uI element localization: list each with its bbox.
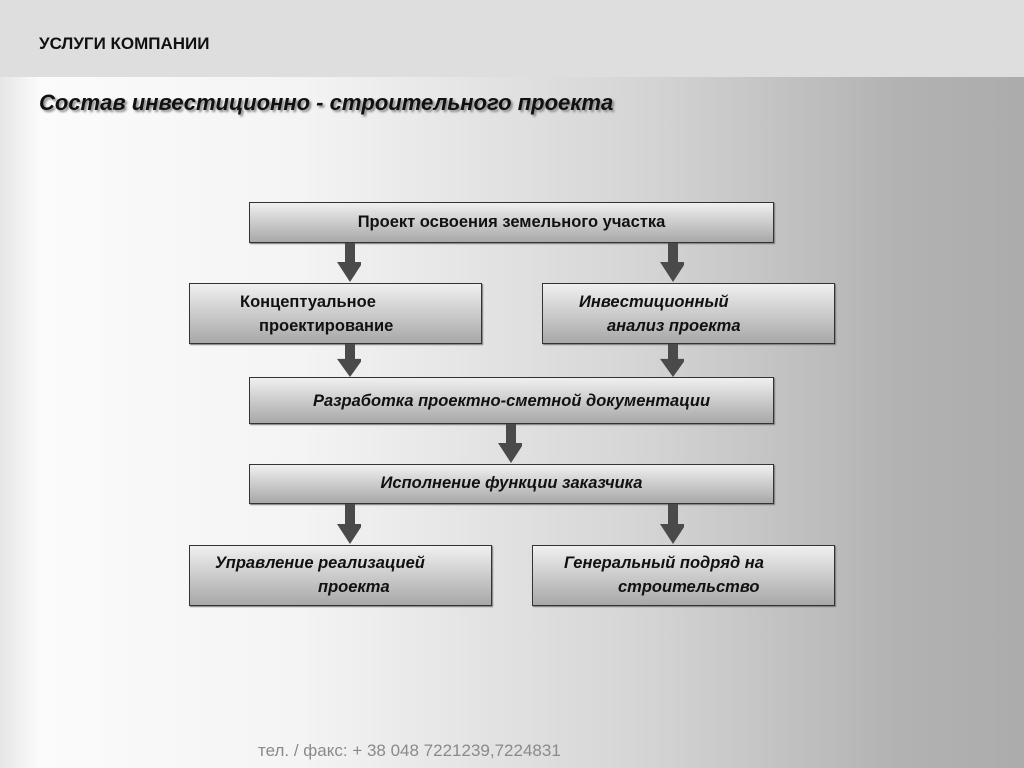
box-design-docs: Разработка проектно-сметной документации — [249, 377, 774, 424]
box-label-line2: анализ проекта — [607, 317, 741, 335]
box-customer-function: Исполнение функции заказчика — [249, 464, 774, 504]
box-label-line2: проекта — [318, 578, 390, 596]
box-concept-design: Концептуальное проектирование — [189, 283, 482, 344]
down-arrow-icon — [337, 344, 361, 377]
page-title: Состав инвестиционно - строительного про… — [39, 90, 614, 115]
down-arrow-icon — [337, 504, 361, 544]
down-arrow-icon — [337, 243, 361, 282]
contact-phone: тел. / факс: + 38 048 7221239,7224831 — [258, 741, 561, 760]
box-label-line2: проектирование — [259, 317, 394, 335]
box-label-line1: Концептуальное — [240, 293, 376, 311]
box-project-management: Управление реализацией проекта — [189, 545, 492, 606]
box-land-project: Проект освоения земельного участка — [249, 202, 774, 243]
box-label-line1: Инвестиционный — [579, 293, 729, 311]
box-investment-analysis: Инвестиционный анализ проекта — [542, 283, 835, 344]
box-label: Исполнение функции заказчика — [380, 474, 643, 492]
section-label: УСЛУГИ КОМПАНИИ — [39, 34, 210, 53]
box-label: Проект освоения земельного участка — [357, 213, 666, 231]
down-arrow-icon — [660, 344, 684, 377]
box-label-line2: строительство — [618, 578, 760, 596]
down-arrow-icon — [660, 243, 684, 282]
box-general-contract: Генеральный подряд на строительство — [532, 545, 835, 606]
box-label: Разработка проектно-сметной документации — [312, 392, 711, 410]
header-band: УСЛУГИ КОМПАНИИ — [0, 0, 1024, 77]
box-label-line1: Генеральный подряд на — [564, 554, 764, 572]
box-label-line1: Управление реализацией — [215, 554, 425, 572]
down-arrow-icon — [660, 504, 684, 544]
down-arrow-icon — [498, 424, 522, 463]
